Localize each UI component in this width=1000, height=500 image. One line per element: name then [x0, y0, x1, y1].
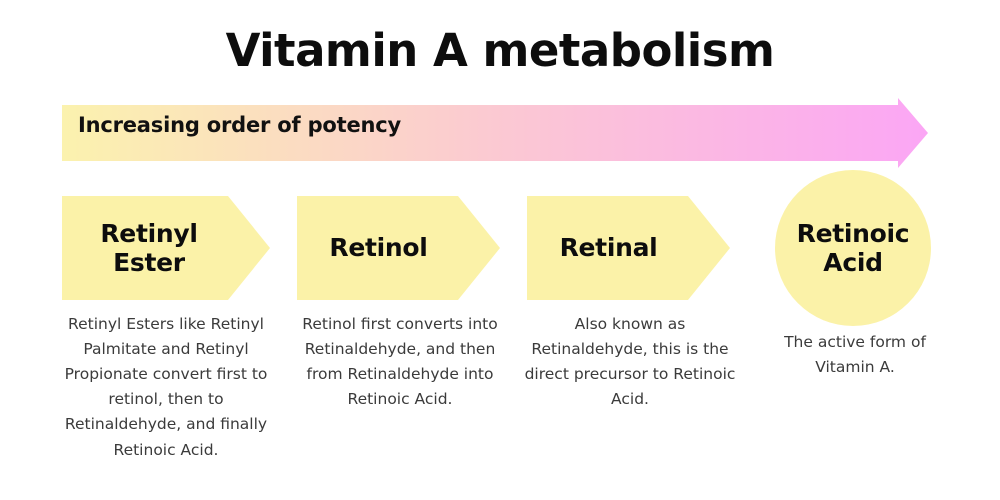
chevron-shape-retinal — [527, 196, 730, 300]
stage-label-retinyl-ester: Retinyl Ester — [62, 196, 270, 300]
stage-label-line-1: Retinyl — [100, 218, 198, 248]
stage-retinyl-ester: Retinyl Ester — [62, 196, 270, 300]
chevron-polygon — [62, 196, 270, 300]
stage-retinoic-acid: Retinoic Acid — [775, 170, 931, 326]
stage-label-line-2: Ester — [113, 248, 185, 277]
circle-fill — [775, 170, 931, 326]
caption-retinyl-ester: Retinyl Esters like Retinyl Palmitate an… — [64, 315, 268, 459]
chevron-shape-retinol — [297, 196, 500, 300]
potency-arrow-shape — [62, 98, 928, 168]
chevron-shape-retinyl-ester — [62, 196, 270, 300]
caption-retinoic-acid: The active form of Vitamin A. — [784, 333, 926, 377]
caption-retinol: Retinol first converts into Retinaldehyd… — [302, 315, 498, 409]
potency-arrow-banner — [62, 98, 928, 168]
potency-arrow-label: Increasing order of potency — [78, 113, 402, 137]
circle-shape-retinoic-acid: Retinoic Acid — [775, 170, 931, 326]
stage-label-line-1: Retinoic — [796, 218, 910, 248]
stage-label-line-2: Acid — [823, 248, 883, 277]
caption-retinal: Also known as Retinaldehyde, this is the… — [524, 315, 736, 409]
chevron-polygon — [297, 196, 500, 300]
stage-retinol: Retinol — [297, 196, 500, 300]
stage-label-retinol: Retinol — [329, 233, 428, 263]
stage-label-retinoic-acid: Retinoic Acid — [775, 170, 931, 326]
page-title: Vitamin A metabolism — [225, 24, 775, 77]
stage-retinal: Retinal — [527, 196, 730, 300]
chevron-polygon — [527, 196, 730, 300]
stage-label-retinal: Retinal — [559, 233, 658, 263]
